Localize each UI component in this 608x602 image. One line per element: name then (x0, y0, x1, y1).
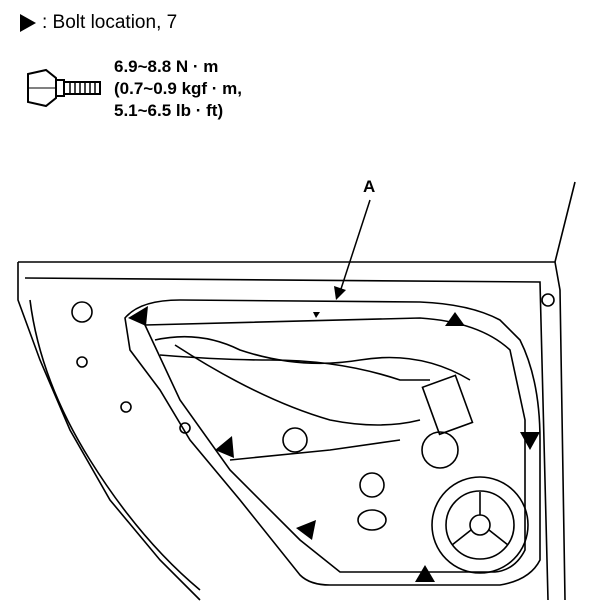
legend-text: : Bolt location, 7 (42, 12, 178, 33)
module-plate (124, 299, 541, 586)
bolt-marker (313, 312, 320, 318)
bolt-marker (215, 436, 234, 458)
door-outline (17, 181, 576, 601)
bolt-marker (128, 306, 148, 326)
callout-a-label: A (363, 177, 376, 196)
torque-kgfm: (0.7~0.9 kgf · m, (114, 79, 243, 98)
window-motor (421, 374, 474, 436)
legend: : Bolt location, 7 (20, 12, 177, 34)
bolt-icon (27, 68, 101, 108)
bolt-marker (520, 432, 540, 450)
bolt-marker (415, 565, 435, 582)
bolt-marker (445, 312, 465, 326)
speaker (431, 476, 529, 574)
torque-lbft: 5.1~6.5 lb · ft) (114, 101, 224, 120)
torque-nm: 6.9~8.8 N · m (114, 57, 219, 76)
callout-a-leader (339, 199, 371, 293)
torque-spec: 6.9~8.8 N · m (0.7~0.9 kgf · m, 5.1~6.5 … (114, 56, 242, 122)
bolt-marker (296, 520, 316, 540)
bolt-location-arrow-icon (20, 14, 36, 32)
